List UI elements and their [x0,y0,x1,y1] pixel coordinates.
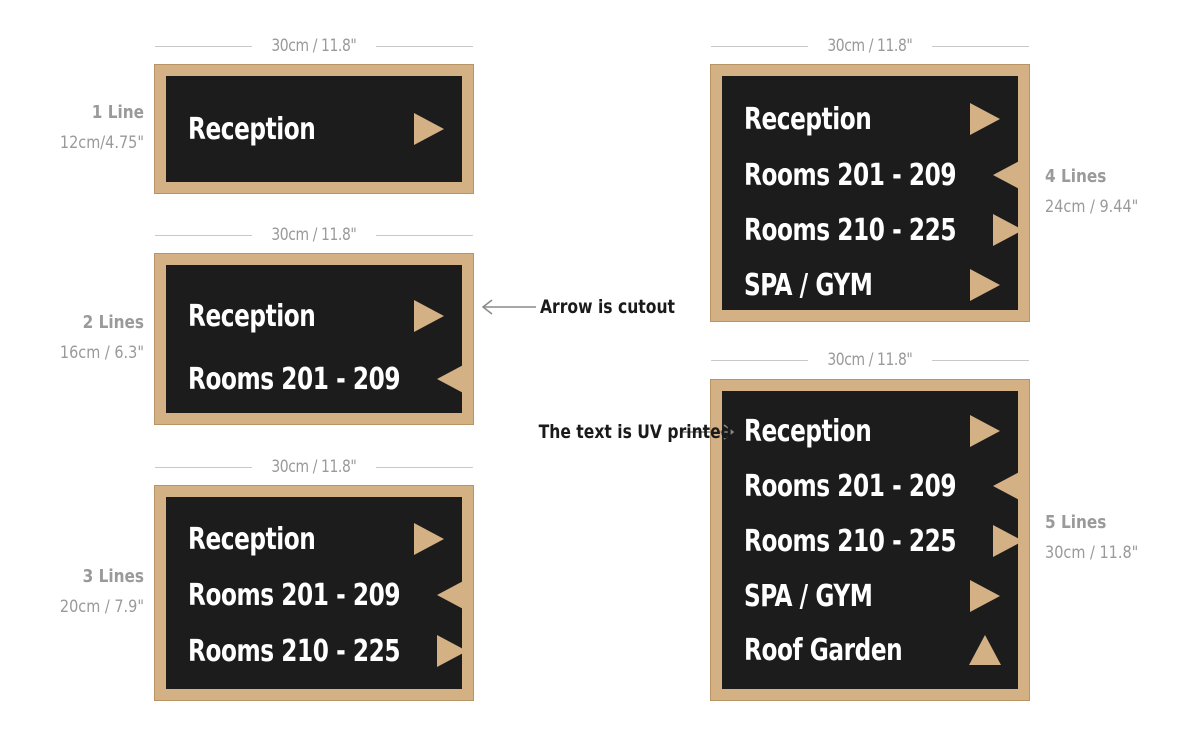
arrow-left-icon [435,361,469,397]
sign-row: Reception [744,411,1002,451]
sign-5-lines: Reception Rooms 201 - 209 Rooms 210 - 22… [710,379,1030,701]
arrow-left-icon [991,468,1025,504]
sign-row-label: Rooms 210 - 225 [744,212,957,248]
callout-text: Arrow is cutout [540,296,676,318]
callout-arrow-icon [481,299,536,315]
width-dimension-1: 30cm / 11.8" [155,36,473,56]
sign-row: Rooms 201 - 209 [744,155,1023,195]
width-dimension-4: 30cm / 11.8" [711,36,1029,56]
height-label: 24cm / 9.44" [1045,197,1139,217]
arrow-right-icon [412,111,446,147]
sign-3-lines: Reception Rooms 201 - 209 Rooms 210 - 22… [154,485,474,701]
sign-row-label: Reception [188,111,316,147]
arrow-right-icon [412,298,446,334]
sign-row-label: Reception [188,298,316,334]
height-label: 12cm/4.75" [59,133,144,153]
sign-row-label: Rooms 201 - 209 [744,468,957,504]
lines-count-label: 4 Lines [1045,166,1107,187]
sign-row: Rooms 201 - 209 [188,359,467,399]
size-label-4: 4 Lines 24cm / 9.44" [1045,162,1185,222]
sign-row: Rooms 210 - 225 [188,631,467,671]
sign-2-lines: Reception Rooms 201 - 209 [154,253,474,425]
lines-count-label: 3 Lines [82,566,144,587]
sign-row: SPA / GYM [744,576,1002,616]
arrow-right-icon [968,267,1002,303]
sign-row: Roof Garden [744,630,1002,670]
height-label: 16cm / 6.3" [59,343,144,363]
callout-arrow-cutout: Arrow is cutout [480,295,705,319]
sign-row-label: Reception [744,413,872,449]
arrow-right-icon [412,521,446,557]
arrow-left-icon [991,157,1025,193]
sign-row-label: Reception [744,101,872,137]
sign-row: Reception [188,519,446,559]
sign-row: Rooms 201 - 209 [188,575,467,615]
sign-row-label: Roof Garden [744,632,903,668]
sign-row: Rooms 210 - 225 [744,521,1023,561]
height-label: 20cm / 7.9" [59,597,144,617]
size-label-1: 1 Line 12cm/4.75" [20,98,144,158]
width-dimension-3: 30cm / 11.8" [155,457,473,477]
sign-row-label: Rooms 210 - 225 [188,633,401,669]
arrow-left-icon [435,577,469,613]
sign-row-label: Rooms 201 - 209 [188,577,401,613]
sign-row: SPA / GYM [744,265,1002,305]
sign-row-label: SPA / GYM [744,578,873,614]
width-dimension-5: 30cm / 11.8" [711,350,1029,370]
arrow-right-icon [968,101,1002,137]
callout-uv-printed: The text is UV printed [508,420,736,444]
size-label-5: 5 Lines 30cm / 11.8" [1045,508,1185,568]
sign-4-lines: Reception Rooms 201 - 209 Rooms 210 - 22… [710,64,1030,322]
arrow-right-icon [991,212,1025,248]
sign-row-label: Rooms 210 - 225 [744,523,957,559]
sign-row-label: SPA / GYM [744,267,873,303]
sign-row-label: Rooms 201 - 209 [188,361,401,397]
lines-count-label: 1 Line [91,102,144,123]
arrow-right-icon [991,523,1025,559]
arrow-right-icon [968,578,1002,614]
size-label-2: 2 Lines 16cm / 6.3" [20,308,144,368]
sign-row: Reception [188,109,446,149]
sign-row: Reception [744,99,1002,139]
arrow-right-icon [435,633,469,669]
arrow-right-icon [968,413,1002,449]
callout-arrow-icon [680,424,735,440]
sign-row: Reception [188,296,446,336]
sign-1-line: Reception [154,64,474,194]
sign-row-label: Reception [188,521,316,557]
sign-row-label: Rooms 201 - 209 [744,157,957,193]
lines-count-label: 5 Lines [1045,512,1107,533]
sign-row: Rooms 201 - 209 [744,466,1023,506]
callout-text: The text is UV printed [538,421,732,443]
lines-count-label: 2 Lines [82,312,144,333]
height-label: 30cm / 11.8" [1045,543,1139,563]
sign-row: Rooms 210 - 225 [744,210,1023,250]
size-label-3: 3 Lines 20cm / 7.9" [20,562,144,622]
width-dimension-2: 30cm / 11.8" [155,225,473,245]
arrow-up-icon [968,632,1002,668]
